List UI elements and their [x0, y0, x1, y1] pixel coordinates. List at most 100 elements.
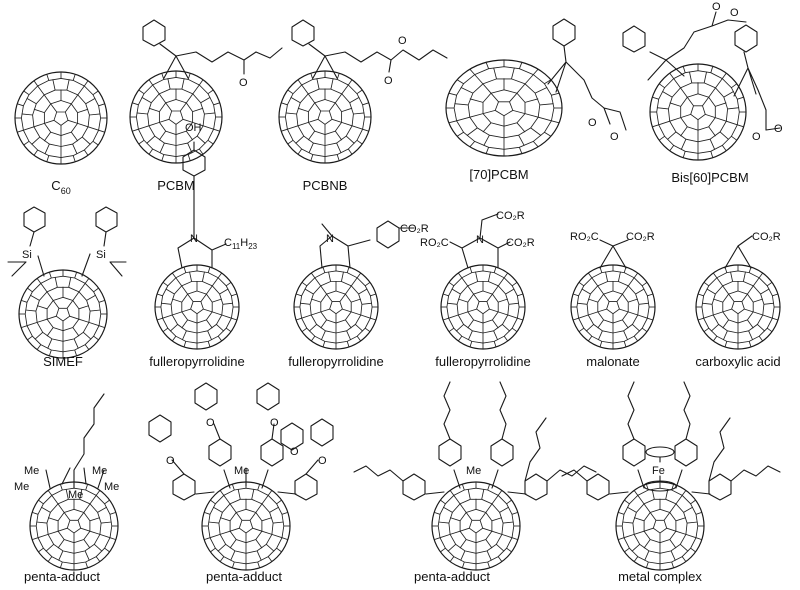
cage-bond [506, 499, 512, 505]
cage-bond [524, 74, 534, 85]
cage-bond [449, 517, 461, 522]
cage-bond [210, 499, 216, 505]
cage-bond [210, 547, 216, 553]
cage-bond [257, 561, 261, 568]
cage-bond [662, 91, 673, 98]
cage-bond [287, 139, 294, 145]
cage-bond [328, 271, 332, 282]
cage-bond [680, 87, 688, 98]
cage-bond [637, 314, 648, 319]
cage-bond [669, 102, 681, 107]
cage-bond [628, 311, 638, 316]
cage-bond [219, 490, 225, 496]
cage-bond [469, 341, 473, 348]
cage-bond [722, 319, 729, 329]
cage-bond [455, 324, 464, 332]
cage-bond [603, 293, 610, 302]
cage-bond [633, 530, 645, 535]
cage-bond [198, 79, 204, 86]
cage-bond [511, 327, 518, 333]
cage-bond [57, 527, 68, 532]
malonate-ester-left: RO₂C [570, 231, 599, 243]
cage-bond [680, 543, 689, 552]
cage-bond [92, 140, 99, 146]
cage-bond [498, 311, 508, 316]
cage-bond [202, 125, 214, 130]
cage-bond [320, 319, 327, 329]
molecule-malonate: RO₂C CO₂R malonate [570, 231, 656, 369]
cage-bond [370, 317, 377, 321]
cage-bond [710, 66, 714, 73]
cage-bond [207, 139, 214, 145]
pyrrolidine-3-ester-left: RO₂C [420, 237, 449, 249]
cage-bond [434, 537, 441, 541]
cage-bond [658, 120, 670, 126]
cage-bond [78, 283, 86, 293]
cage-bond [703, 71, 708, 83]
cage-bond [656, 107, 669, 110]
cage-bond [465, 512, 473, 521]
cage-bond [26, 321, 38, 327]
cage-bond [459, 539, 467, 549]
cage-bond [457, 272, 463, 279]
cage-bond [32, 537, 39, 541]
cage-ring [606, 301, 620, 315]
cage-bond [47, 517, 59, 522]
cage-bond [482, 122, 492, 133]
cage-bond [221, 314, 232, 319]
cage-bond [744, 308, 754, 313]
cage-bond [628, 298, 638, 303]
cage-bond [46, 291, 54, 301]
malonate-addend: RO₂C CO₂R [570, 231, 655, 269]
cage-bond [624, 547, 630, 553]
cage-bond [587, 272, 593, 279]
cage-bond [77, 108, 89, 114]
cage-bond [181, 330, 187, 341]
cage-bond [72, 143, 78, 155]
cage-bond [78, 305, 90, 310]
cage-bond [347, 79, 353, 86]
cage-bond [669, 503, 677, 513]
cage-bond [276, 499, 282, 505]
cage-bond [308, 142, 314, 154]
penta-1-methyl-4: Me [104, 481, 119, 493]
cage-bond [491, 495, 499, 505]
cage-bond [456, 116, 470, 122]
cage-bond [47, 338, 53, 349]
cage-ring [317, 110, 333, 125]
cage-bond [84, 344, 90, 350]
cage-bond [341, 107, 353, 113]
cage-bond [346, 341, 350, 348]
cage-bond [675, 495, 683, 505]
cage-bond [267, 556, 273, 562]
malonate-ester-right: CO₂R [626, 231, 655, 243]
metal-complex-addends: Fe [561, 381, 781, 501]
cage-bond [766, 327, 773, 333]
cage-bond [27, 287, 33, 293]
cage-bond [727, 107, 740, 110]
cage-bond [599, 341, 603, 348]
cage-bond [331, 118, 342, 123]
cage-bond [89, 495, 97, 505]
cage-bond [361, 302, 372, 305]
cage-bond [710, 324, 719, 332]
cage-bond [68, 276, 72, 288]
cage-bond [297, 148, 303, 155]
cage-bond [442, 317, 449, 321]
cage-bond [78, 318, 90, 323]
cage-bond [616, 293, 623, 302]
cage-bond [712, 335, 718, 342]
cage-bond [181, 308, 191, 313]
cage-bond [21, 299, 28, 303]
cage-bond [179, 102, 187, 112]
cage-bond [461, 561, 465, 568]
cage-bond [643, 503, 651, 513]
molecule-c60: C60 [14, 71, 108, 196]
cage-bond [682, 151, 686, 158]
cage-bond [497, 277, 505, 287]
cage-bond [649, 512, 657, 521]
cage-bond [51, 495, 59, 505]
cage-bond [722, 285, 729, 295]
cage-bond [722, 308, 732, 313]
cage-bond [669, 539, 677, 549]
